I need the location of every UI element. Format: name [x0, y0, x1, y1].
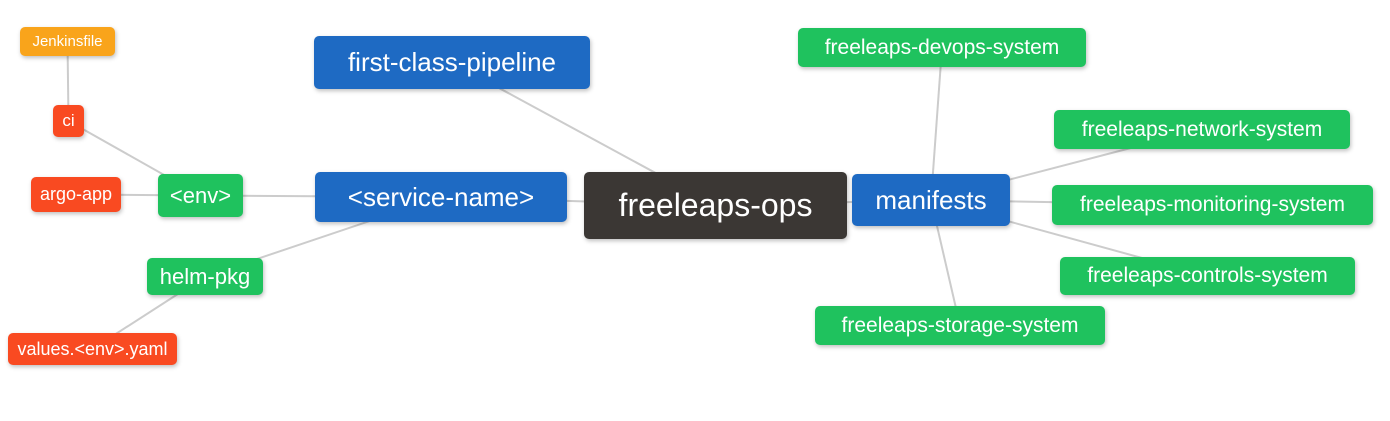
- mindmap-node-argo-app[interactable]: argo-app: [31, 177, 121, 212]
- mindmap-node-freeleaps-monitoring-system[interactable]: freeleaps-monitoring-system: [1052, 185, 1373, 225]
- mindmap-node-freeleaps-devops-system[interactable]: freeleaps-devops-system: [798, 28, 1086, 67]
- mindmap-node-env[interactable]: <env>: [158, 174, 243, 217]
- mindmap-node-manifests[interactable]: manifests: [852, 174, 1010, 226]
- mindmap-node-ci[interactable]: ci: [53, 105, 84, 137]
- mindmap-node-freeleaps-ops[interactable]: freeleaps-ops: [584, 172, 847, 239]
- mindmap-node-freeleaps-network-system[interactable]: freeleaps-network-system: [1054, 110, 1350, 149]
- mindmap-node-helm-pkg[interactable]: helm-pkg: [147, 258, 263, 295]
- mindmap-node-jenkinsfile[interactable]: Jenkinsfile: [20, 27, 115, 56]
- mindmap-node-service-name[interactable]: <service-name>: [315, 172, 567, 222]
- mindmap-node-freeleaps-storage-system[interactable]: freeleaps-storage-system: [815, 306, 1105, 345]
- mindmap-node-first-class-pipeline[interactable]: first-class-pipeline: [314, 36, 590, 89]
- mindmap-node-freeleaps-controls-system[interactable]: freeleaps-controls-system: [1060, 257, 1355, 295]
- mindmap-node-values-env-yaml[interactable]: values.<env>.yaml: [8, 333, 177, 365]
